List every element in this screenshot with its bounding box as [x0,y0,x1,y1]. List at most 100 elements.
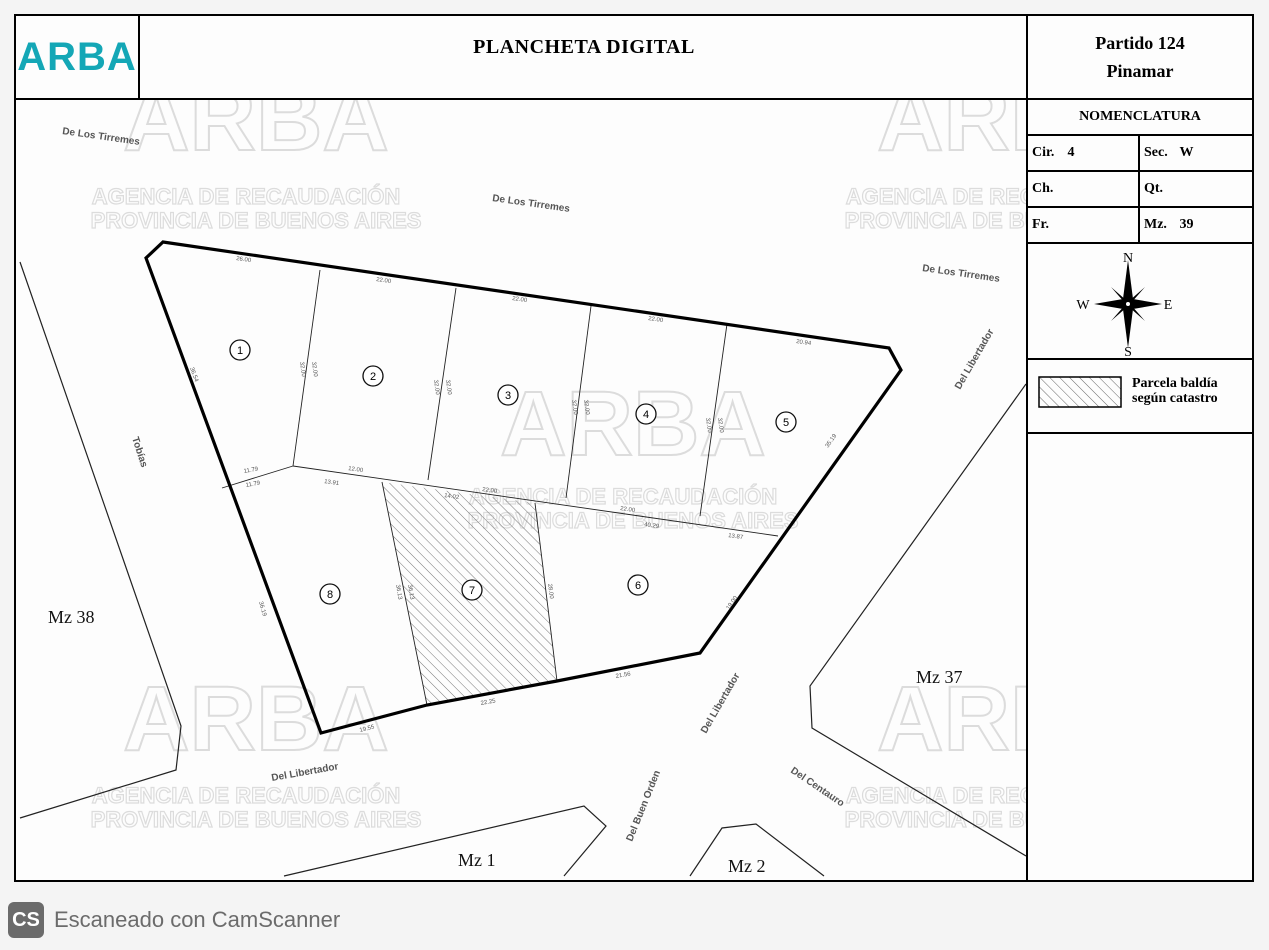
dimension-label: 36.54 [188,367,199,384]
block-label-mz38: Mz 38 [48,607,95,627]
dimension-label: 13.91 [324,479,340,487]
nomenclatura-row: Cir. 4 Sec. W [1028,136,1252,172]
nomenclatura-cell: Fr. [1028,208,1140,242]
dimension-label: 22.00 [620,506,636,514]
dimension-label: 22.00 [512,296,528,304]
compass-n: N [1123,251,1133,266]
watermark-line1: AGENCIA DE RECAUDACIÓN [846,184,1026,209]
nomenclatura-cell: Mz. 39 [1144,217,1194,232]
dimension-label: 26.00 [236,256,252,264]
nomenclatura-cell: Ch. [1028,172,1140,206]
dimension-label: 13.87 [728,533,744,541]
watermark-line1: AGENCIA DE RECAUDACIÓN [92,184,400,209]
watermark-logo: ARBA [123,100,389,170]
compass-rose-icon: N S E W [1076,251,1172,360]
compass-s: S [1124,345,1132,358]
legend-line: según catastro [1132,391,1218,406]
mz1-outline [283,805,607,877]
dimension-label: 36.13 [406,584,415,600]
dimension-label: 32.00 [582,399,590,415]
partido-box: Partido 124 Pinamar [1028,16,1252,100]
nomenclatura-title: NOMENCLATURA [1028,100,1252,136]
parcel-5-marker: 5 [775,411,797,433]
dimension-label: 11.79 [245,480,261,489]
nomenclatura-row: Ch. Qt. [1028,172,1252,208]
street-label-tirremes: De Los Tirremes [922,263,1001,285]
dimension-label: 12.00 [348,466,364,474]
dimension-label: 32.00 [570,399,578,415]
legend-box: Parcela baldía según catastro [1028,360,1252,434]
legend-text: Parcela baldía según catastro [1132,376,1250,406]
nomenclatura-cell: Sec. W [1144,145,1194,160]
dimension-label: 32.00 [298,361,306,377]
dimension-label: 36.13 [394,584,403,600]
footer-text: Escaneado con CamScanner [54,907,341,932]
dimension-label: 32.00 [444,379,452,395]
camscanner-icon: CS [8,902,44,938]
parcel-number: 7 [469,585,475,597]
parcel-number: 8 [327,589,333,601]
mz37-outline [809,383,1027,857]
dimension-label: 32.00 [704,417,712,433]
localidad-label: Pinamar [1106,61,1174,81]
dimension-label: 11.79 [243,466,259,475]
watermark-line2: PROVINCIA DE BUENOS AIRES [845,807,1026,832]
partido-label: Partido 124 [1095,33,1185,53]
street-label-tirremes: De Los Tirremes [492,193,571,215]
watermark-line2: PROVINCIA DE BUENOS AIRES [91,208,422,233]
street-label-buen-orden: Del Buen Orden [625,769,664,843]
street-label-tobias: Tobías [129,436,149,470]
dimension-label: 22.25 [480,698,496,707]
parcel-circles: 1 2 3 4 5 6 7 8 [229,339,797,605]
nomenclatura-row: Fr. Mz. 39 [1028,208,1252,244]
street-label-libertador: Del Libertador [699,671,742,735]
parcel-7-marker: 7 [461,579,483,601]
parcel-number: 2 [370,371,376,383]
dimension-label: 40.29 [644,522,660,530]
vacant-parcel-swatch [1038,376,1122,408]
scanner-footer: CS Escaneado con CamScanner [8,900,340,940]
street-label-libertador: Del Libertador [953,327,996,391]
dimension-label: 35.19 [825,433,839,449]
dimension-labels: 26.00 22.00 22.00 22.00 20.94 36.54 32.0… [188,256,839,734]
parcel-number: 5 [783,417,789,429]
manzana-39-outline [144,240,903,735]
watermark-line2: PROVINCIA DE BUENOS AIRES [845,208,1026,233]
parcel-lines [221,269,779,706]
parcel-3-marker: 3 [497,384,519,406]
header: ARBA PLANCHETA DIGITAL [16,16,1028,100]
watermark-line1: AGENCIA DE RECAUDACIÓN [92,783,400,808]
parcel-number: 3 [505,390,511,402]
parcel-4-marker: 4 [635,403,657,425]
page-title: PLANCHETA DIGITAL [473,35,695,58]
dimension-label: 32.00 [310,361,318,377]
dimension-label: 14.02 [444,493,460,501]
dimension-label: 20.94 [796,339,812,347]
watermark-logo: ARBA [877,100,1026,170]
nomenclatura-cell: Qt. [1144,181,1164,196]
block-labels: Mz 38 Mz 37 Mz 1 Mz 2 [48,607,963,876]
block-label-mz2: Mz 2 [728,856,766,876]
dimension-label: 22.00 [648,316,664,324]
tobias-street-edge [19,261,182,819]
parcel-number: 4 [643,409,649,421]
dimension-label: 19.55 [359,724,376,734]
street-outlines [19,261,1027,877]
side-panel: Partido 124 Pinamar NOMENCLATURA Cir. 4 … [1026,16,1252,880]
dimension-label: 36.19 [257,601,267,618]
logo-cell: ARBA [16,16,140,98]
block-label-mz1: Mz 1 [458,850,496,870]
parcel-1-marker: 1 [229,339,251,361]
parcel-number: 1 [237,345,243,357]
street-label-centauro: Del Centauro [788,765,846,809]
dimension-label: 32.00 [716,417,724,433]
parcel-2-marker: 2 [362,365,384,387]
dimension-label: 32.00 [432,379,440,395]
watermark-line2: PROVINCIA DE BUENOS AIRES [91,807,422,832]
block-label-mz37: Mz 37 [916,667,963,687]
parcel-8-marker: 8 [319,583,341,605]
arba-logo: ARBA [17,34,137,79]
mz2-outline [689,823,825,877]
parcel-6-marker: 6 [627,574,649,596]
plancheta-sheet: ARBA PLANCHETA DIGITAL ARBA AGENCIA DE R… [14,14,1254,882]
